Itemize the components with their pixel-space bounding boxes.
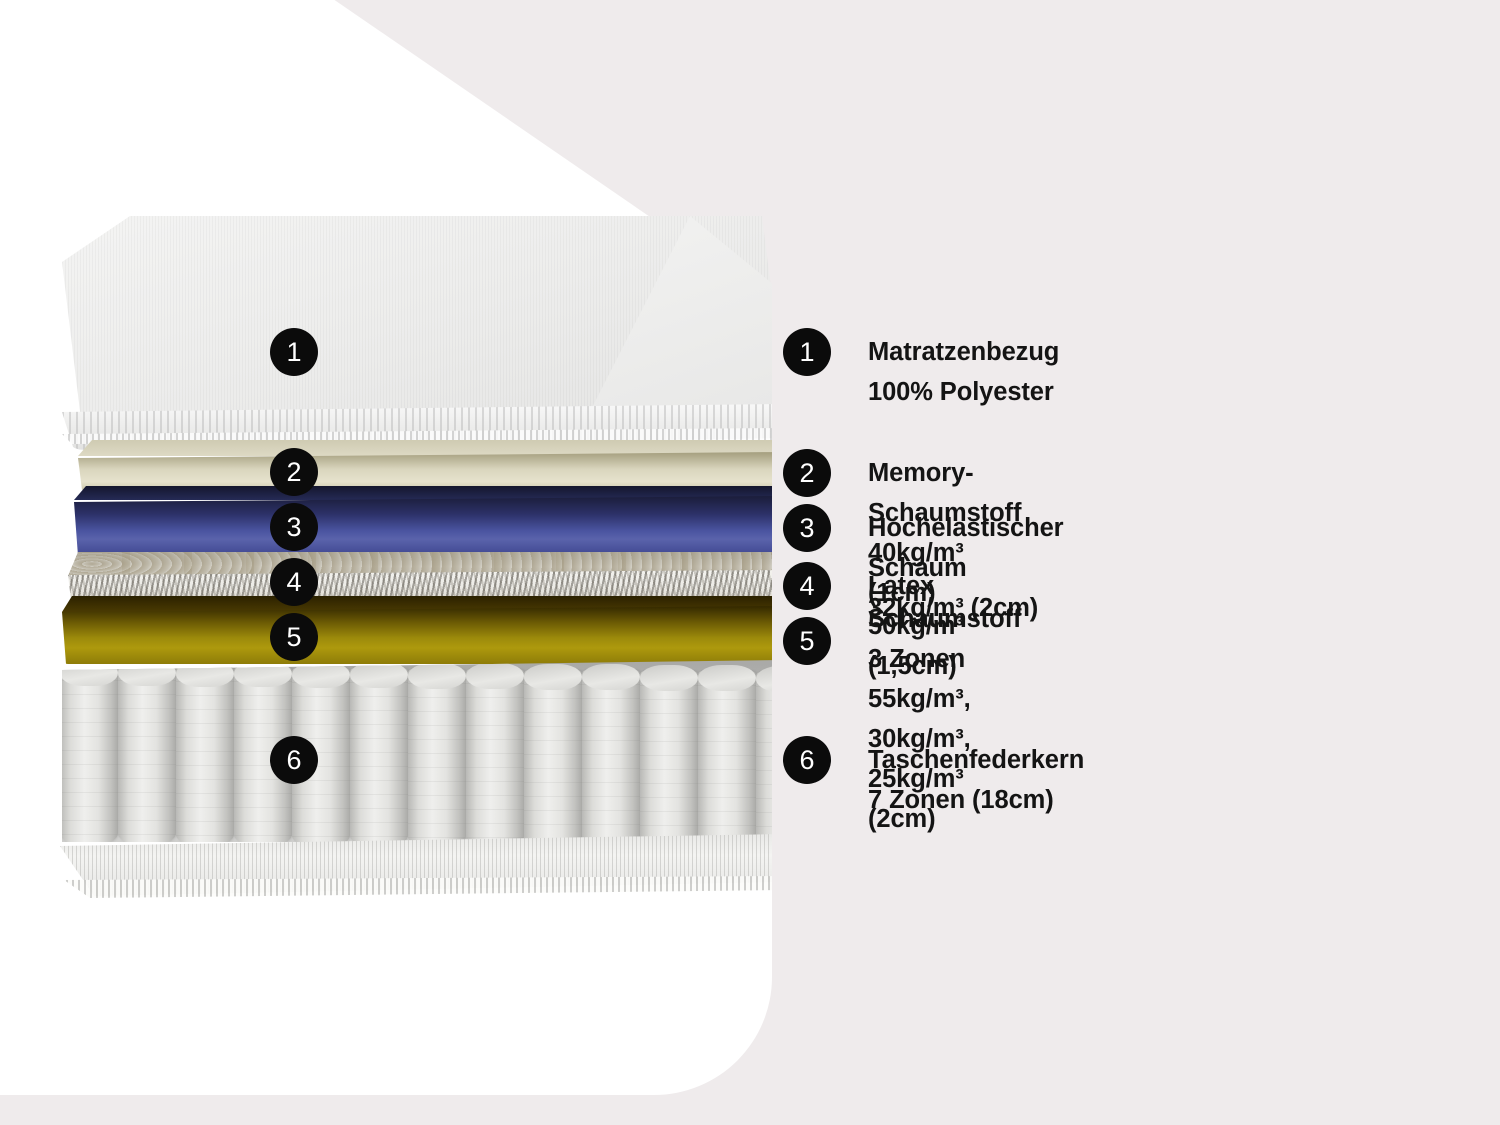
- pocket-spring: [62, 666, 118, 842]
- legend-badge-6: 6: [783, 736, 831, 784]
- legend-badge-4: 4: [783, 562, 831, 610]
- legend-label-3: Hochelastischer Schaum 32kg/m³ (2cm): [868, 514, 1064, 622]
- pocket-spring-cap: [234, 661, 292, 688]
- layer-4-latex-front: [68, 570, 772, 600]
- art-badge-4: 4: [270, 558, 318, 606]
- pocket-spring: [350, 668, 408, 842]
- layer-2-memory-foam-front: [78, 452, 772, 490]
- pocket-spring-cap: [756, 665, 772, 692]
- legend-label-1: Matratzenbezug 100% Polyester: [868, 338, 1060, 406]
- legend-list: 1 Matratzenbezug 100% Polyester 2 Memory…: [783, 0, 1483, 1125]
- art-badge-3: 3: [270, 503, 318, 551]
- legend-badge-1: 1: [783, 328, 831, 376]
- pocket-spring: [408, 668, 466, 842]
- pocket-spring-cap: [292, 661, 350, 688]
- art-badge-5: 5: [270, 613, 318, 661]
- layer-3-elastic-foam-top: [74, 486, 772, 500]
- pocket-spring: [582, 670, 640, 842]
- pocket-spring: [698, 671, 756, 842]
- pocket-spring-cap: [176, 660, 234, 687]
- pocket-spring-cap: [698, 665, 756, 692]
- art-badge-6: 6: [270, 736, 318, 784]
- pocket-spring-cap: [640, 664, 698, 691]
- pocket-spring: [176, 666, 234, 842]
- layer-5-zone-foam-front: [62, 606, 772, 664]
- pocket-spring-cap: [408, 662, 466, 689]
- pocket-spring: [640, 670, 698, 842]
- legend-label-2: Memory-Schaumstoff 40kg/m³ (1cm): [868, 459, 1022, 607]
- pocket-spring-cap: [582, 664, 640, 691]
- pocket-spring: [756, 671, 772, 842]
- legend-badge-2: 2: [783, 449, 831, 497]
- pocket-spring: [466, 669, 524, 842]
- legend-badge-3: 3: [783, 504, 831, 552]
- layer-6-pocket-spring-core: [62, 660, 772, 842]
- legend-label-4: Latex 50kg/m³ (1,5cm): [868, 572, 964, 680]
- pocket-spring-cap: [466, 663, 524, 690]
- layer-3-elastic-foam-front: [74, 496, 772, 556]
- pocket-spring: [118, 666, 176, 842]
- legend-label-6: Taschenfederkern 7 Zonen (18cm): [868, 746, 1085, 814]
- pocket-spring-cap: [118, 660, 176, 687]
- pocket-spring: [524, 669, 582, 842]
- layer-2-memory-foam-top: [78, 440, 772, 456]
- art-badge-2: 2: [270, 448, 318, 496]
- legend-badge-5: 5: [783, 617, 831, 665]
- mattress-illustration: 1 2 3 4 5 6: [0, 0, 772, 1000]
- pocket-spring-cap: [524, 663, 582, 690]
- pocket-spring-cap: [350, 662, 408, 689]
- art-badge-1: 1: [270, 328, 318, 376]
- legend-label-5: Schaumstoff 3 Zonen 55kg/m³, 30kg/m³, 25…: [868, 605, 1022, 833]
